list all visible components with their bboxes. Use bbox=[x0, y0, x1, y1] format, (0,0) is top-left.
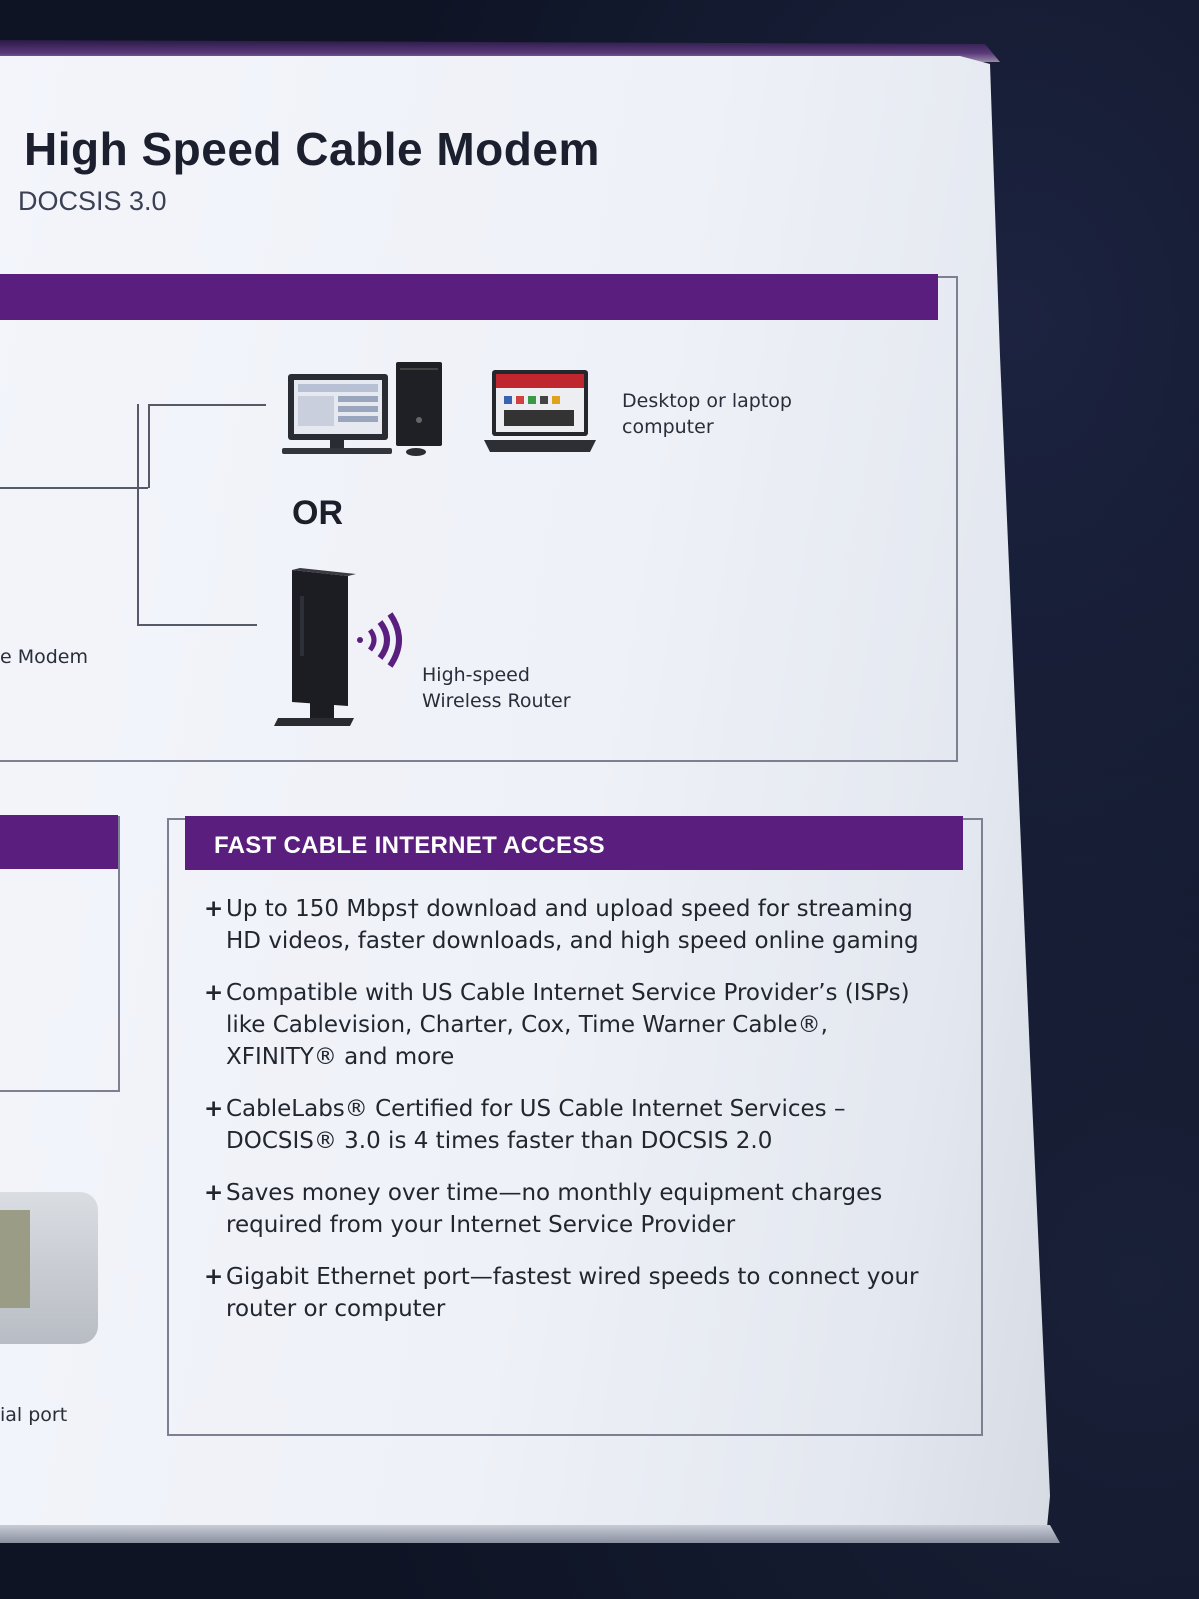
connector-vertical bbox=[137, 404, 139, 626]
connector-to-router bbox=[137, 624, 257, 626]
bullet-plus: + bbox=[204, 980, 224, 1006]
modem-label-fragment: e Modem bbox=[0, 646, 89, 668]
feature-text: CableLabs® Certified for US Cable Intern… bbox=[226, 1096, 846, 1154]
feature-item: +Up to 150 Mbps† download and upload spe… bbox=[200, 893, 920, 957]
router-label-line1: High-speed bbox=[422, 664, 530, 686]
cable-modem-photo bbox=[0, 1192, 98, 1344]
port-label-fragment: ial port bbox=[0, 1404, 68, 1426]
bullet-plus: + bbox=[204, 1180, 224, 1206]
bullet-plus: + bbox=[204, 896, 224, 922]
feature-item: +Saves money over time—no monthly equipm… bbox=[200, 1177, 920, 1241]
connector-bracket-top bbox=[148, 404, 150, 488]
connector-to-computer bbox=[148, 404, 266, 406]
left-panel-header-band bbox=[0, 815, 118, 869]
or-separator: OR bbox=[292, 494, 343, 532]
feature-text: Up to 150 Mbps† download and upload spee… bbox=[226, 896, 919, 954]
feature-item: +Compatible with US Cable Internet Servi… bbox=[200, 977, 920, 1073]
product-subtitle: DOCSIS 3.0 bbox=[18, 186, 167, 216]
feature-text: Saves money over time—no monthly equipme… bbox=[226, 1180, 883, 1238]
computer-label-line1: Desktop or laptop bbox=[622, 390, 792, 412]
product-title: High Speed Cable Modem bbox=[24, 123, 600, 175]
router-label: High-speed Wireless Router bbox=[422, 662, 571, 714]
router-label-line2: Wireless Router bbox=[422, 690, 571, 712]
connector-horizontal-main bbox=[0, 487, 148, 489]
laptop-icon bbox=[484, 370, 596, 452]
features-header-band bbox=[185, 816, 963, 870]
feature-text: Gigabit Ethernet port—fastest wired spee… bbox=[226, 1264, 919, 1322]
features-list: +Up to 150 Mbps† download and upload spe… bbox=[200, 893, 920, 1345]
feature-item: +CableLabs® Certified for US Cable Inter… bbox=[200, 1093, 920, 1157]
wireless-router-icon bbox=[274, 568, 356, 726]
bullet-plus: + bbox=[204, 1096, 224, 1122]
computer-label: Desktop or laptop computer bbox=[622, 388, 792, 440]
diagram-header-band bbox=[0, 274, 938, 320]
feature-item: +Gigabit Ethernet port—fastest wired spe… bbox=[200, 1261, 920, 1325]
wifi-signal-icon bbox=[357, 612, 402, 668]
bullet-plus: + bbox=[204, 1264, 224, 1290]
features-heading: FAST CABLE INTERNET ACCESS bbox=[214, 832, 605, 859]
feature-text: Compatible with US Cable Internet Servic… bbox=[226, 980, 910, 1070]
box-bottom-edge bbox=[0, 1525, 1060, 1543]
modem-port-area bbox=[0, 1210, 30, 1308]
computer-label-line2: computer bbox=[622, 416, 714, 438]
desktop-computer-icon bbox=[282, 362, 442, 456]
